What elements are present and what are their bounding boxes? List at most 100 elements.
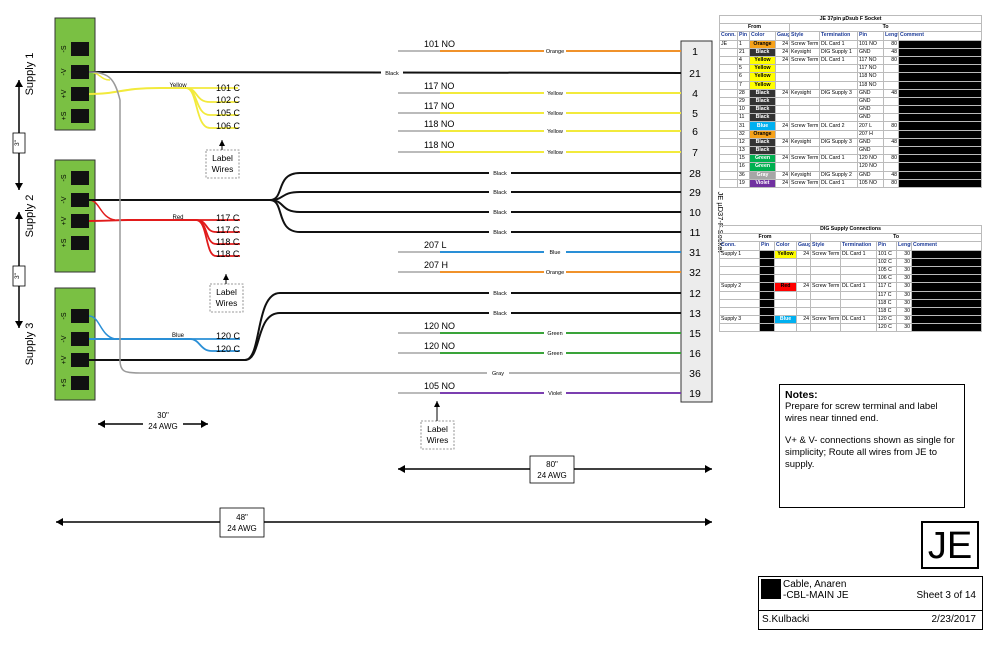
table-cell	[759, 323, 775, 333]
table-cell	[819, 162, 858, 172]
wire-color-label: Orange	[546, 270, 564, 276]
table-cell: 15	[737, 154, 750, 164]
table-cell	[796, 298, 811, 308]
table-cell: 24	[796, 249, 811, 259]
table-cell	[775, 80, 790, 90]
table-cell: GND	[857, 47, 884, 57]
wire-color-label-bg	[544, 350, 566, 356]
socket-pin-number: 29	[689, 187, 701, 199]
terminal-label: +V	[61, 355, 68, 364]
table-cell: 80	[883, 154, 899, 164]
table-cell: Black	[749, 113, 776, 123]
table-cell	[775, 145, 790, 156]
socket-pin-number: 31	[689, 247, 701, 259]
table-cell: 120 C	[876, 315, 897, 325]
table-cell: GND	[857, 137, 884, 148]
table-cell	[897, 129, 983, 139]
wire-end-label: 118 C	[216, 237, 240, 247]
supply3-blue-loop	[88, 315, 116, 340]
table-cell	[897, 178, 983, 188]
table-cell	[789, 113, 820, 123]
table-header: Style	[810, 241, 841, 251]
table-cell: 101 C	[876, 249, 897, 259]
notes-box: Notes: Prepare for screw terminal and la…	[779, 384, 965, 508]
table-cell	[789, 129, 820, 139]
table-cell: Screw Term	[789, 39, 820, 49]
table-cell: DL Card 2	[819, 121, 858, 131]
table-cell	[719, 274, 760, 284]
table-cell: 120 NO	[857, 162, 884, 172]
table-cell: 207 L	[857, 121, 884, 131]
wire-end-label: 101 C	[216, 83, 241, 93]
table-cell	[810, 290, 841, 300]
table-cell	[897, 55, 983, 66]
title-line-1: Cable, Anaren	[783, 579, 847, 590]
table-header: Termination	[840, 241, 877, 251]
wire-black	[89, 199, 681, 213]
terminal-screw	[71, 193, 89, 207]
table-cell: DL Card 1	[819, 178, 858, 188]
terminal-label: +S	[61, 378, 68, 387]
table-cell	[897, 88, 983, 98]
table-cell: 24	[775, 121, 790, 131]
wire-end-label: 120 NO	[424, 341, 455, 351]
table-cell: Violet	[749, 178, 776, 188]
table-cell: 30	[896, 290, 912, 300]
table-cell	[719, 170, 738, 180]
socket-pin-number: 16	[689, 348, 701, 360]
table-header: Conn.	[719, 241, 760, 251]
wire-gray	[88, 71, 681, 374]
table-cell: Yellow	[749, 80, 776, 90]
table-cell: 105 C	[876, 265, 897, 276]
supply2-red-branch	[195, 219, 240, 257]
socket-pin-number: 5	[692, 108, 698, 120]
table-cell	[840, 265, 877, 276]
table-cell	[719, 265, 760, 276]
table-cell	[796, 265, 811, 276]
wire-color-label: Black	[385, 71, 399, 77]
table-cell: Blue	[749, 121, 776, 131]
title-line-2: -CBL-MAIN JE	[783, 590, 849, 601]
table-cell	[774, 298, 797, 308]
wire-color-label: Yellow	[547, 111, 563, 117]
table-cell: DL Card 1	[840, 282, 877, 292]
table-cell	[910, 298, 983, 308]
terminal-screw	[71, 353, 89, 367]
socket-pin-number: 4	[692, 88, 698, 100]
wire-color-label-bg	[544, 48, 566, 54]
table-cell	[789, 145, 820, 156]
table-cell	[719, 257, 760, 267]
table-cell: 117 C	[876, 282, 897, 292]
table-cell	[719, 105, 738, 115]
table-cell: Screw Term	[810, 315, 841, 325]
table-cell	[796, 323, 811, 333]
table-cell: Black	[749, 105, 776, 115]
table-cell	[719, 137, 738, 148]
wire-color-label: Yellow	[547, 129, 563, 135]
wire-color-label: Black	[493, 171, 507, 177]
table-from: From	[719, 23, 790, 33]
table-cell	[910, 282, 983, 292]
table-cell: GND	[857, 113, 884, 123]
table-cell: DL Card 1	[819, 55, 858, 66]
table-cell	[789, 162, 820, 172]
table-cell: Green	[749, 154, 776, 164]
table-cell	[810, 306, 841, 317]
wire-color-label-bg	[544, 110, 566, 116]
table-cell	[789, 80, 820, 90]
terminal-label: -S	[61, 45, 68, 52]
table-cell: 30	[896, 274, 912, 284]
table-header: Color	[749, 31, 776, 41]
socket-body	[680, 40, 713, 403]
table-cell	[897, 145, 983, 156]
table-cell	[840, 257, 877, 267]
wire-end-label: 106 C	[216, 121, 241, 131]
table-header: Termination	[819, 31, 858, 41]
wire-end-label: 207 L	[424, 240, 447, 250]
table-cell	[719, 154, 738, 164]
wire-end-label: 105 NO	[424, 381, 455, 391]
